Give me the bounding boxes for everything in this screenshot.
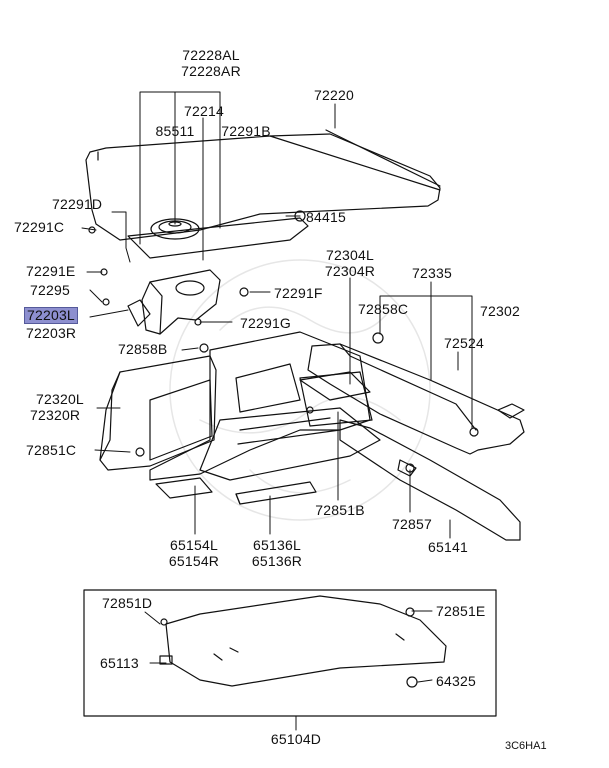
part-label: 72851B (315, 502, 365, 518)
part-label: 72851E (436, 603, 486, 619)
part-label: 72304R (324, 263, 376, 279)
part-label: 72291E (26, 263, 76, 279)
part-label: 65136R (251, 553, 303, 569)
part-label: 72214 (184, 103, 224, 119)
floor-panel (149, 331, 381, 505)
sill-plate-65141 (339, 419, 521, 541)
part-label: 65154R (168, 553, 220, 569)
part-label: 72302 (480, 303, 520, 319)
part-label: 65104D (270, 731, 322, 747)
floor-mat-65104D (159, 595, 447, 687)
part-label: 72228AL (182, 47, 240, 63)
part-label: 72203R (26, 325, 77, 341)
part-label: 64325 (436, 673, 476, 689)
highlighted-part-label[interactable]: 72203L (24, 307, 78, 324)
part-label: 72857 (392, 516, 432, 532)
part-label: 72291F (274, 285, 323, 301)
part-label: 72858C (358, 301, 409, 317)
part-label: 65141 (428, 539, 468, 555)
bracket-72203 (127, 269, 221, 335)
part-label: 72291D (52, 196, 103, 212)
part-label: 72320L (36, 391, 84, 407)
part-label: 72524 (444, 335, 484, 351)
part-label: 65113 (100, 655, 139, 671)
leader-lines (81, 91, 473, 731)
part-label: 72291C (14, 219, 65, 235)
part-label: 65154L (170, 537, 218, 553)
part-label: 72858B (118, 341, 168, 357)
mat-inset-frame (83, 589, 497, 717)
part-label: 72851D (102, 595, 153, 611)
part-label: 72320R (30, 407, 81, 423)
diagram-code: 3C6HA1 (505, 740, 547, 752)
part-label: 72220 (314, 87, 354, 103)
upper-trim-72335 (307, 343, 525, 455)
side-trim-72320 (99, 355, 217, 471)
part-label: 72228AR (181, 63, 241, 79)
part-label: 72295 (30, 282, 70, 298)
part-label: 72291B (221, 123, 271, 139)
shelf-board-72220 (85, 129, 441, 241)
part-label: 84415 (306, 209, 346, 225)
part-label: 72335 (412, 265, 452, 281)
speaker-panel (127, 217, 309, 259)
part-label: 72851C (26, 442, 77, 458)
part-label: 65136L (253, 537, 301, 553)
part-label: 72291G (240, 315, 292, 331)
fasteners (88, 210, 479, 688)
part-label: 72304L (326, 247, 374, 263)
part-label: 85511 (155, 123, 195, 139)
